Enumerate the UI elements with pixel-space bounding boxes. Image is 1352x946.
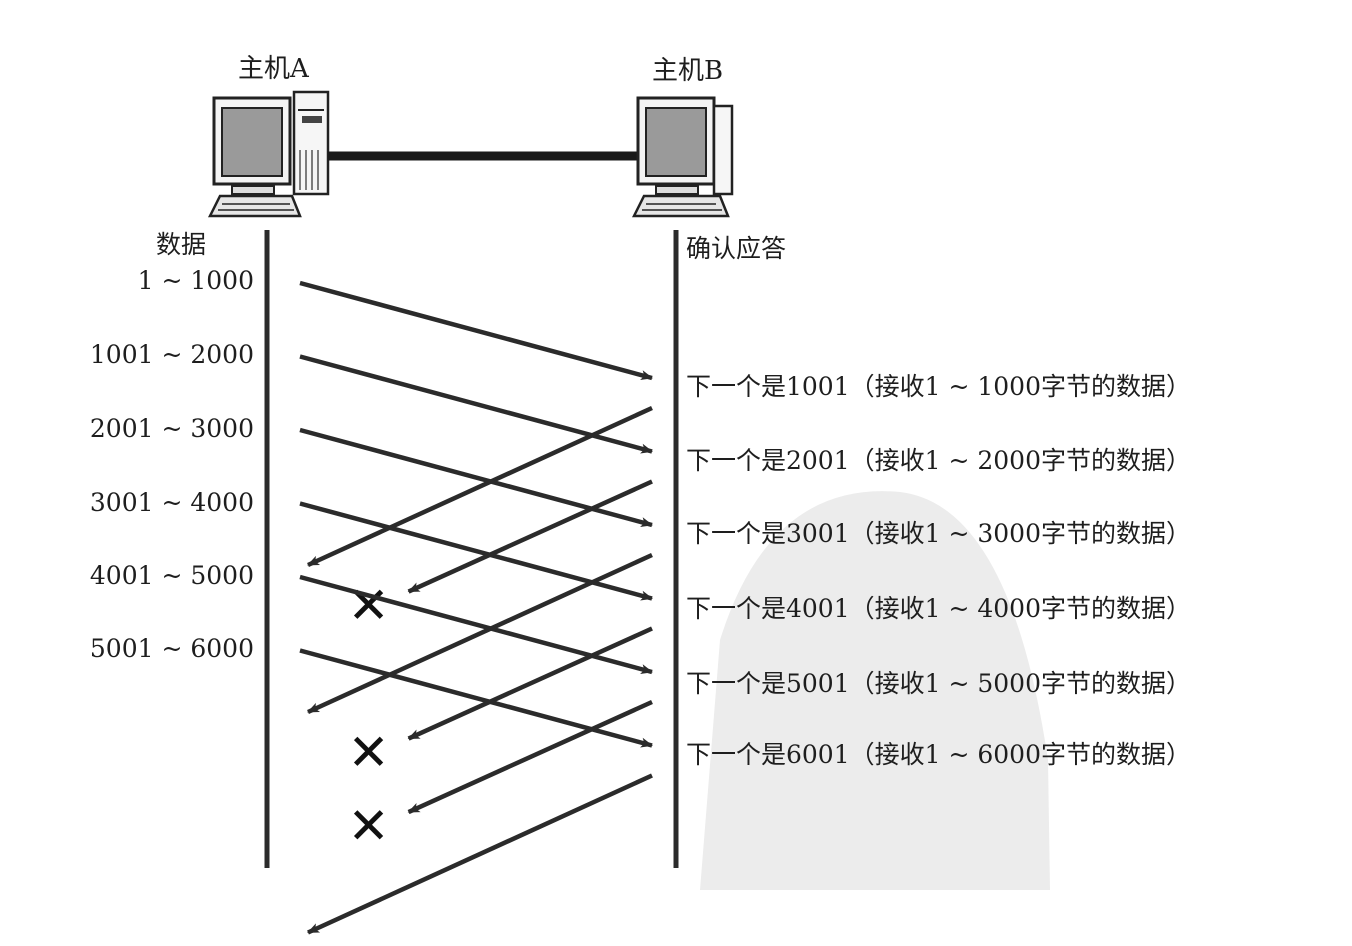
ack-arrow-lost (407, 626, 653, 741)
ack-label: 下一个是1001（接收1 ~ 1000字节的数据） (686, 372, 1191, 401)
data-segment-arrow (299, 354, 653, 454)
ack-label: 下一个是4001（接收1 ~ 4000字节的数据） (686, 594, 1191, 623)
packet-loss-marker: ✕ (348, 797, 390, 855)
ack-arrow (307, 405, 653, 568)
packet-loss-marker: ✕ (348, 577, 390, 635)
ack-label: 下一个是6001（接收1 ~ 6000字节的数据） (686, 740, 1191, 769)
ack-column-label: 确认应答 (686, 234, 787, 263)
segment-range-label: 1001 ~ 2000 (89, 340, 254, 369)
data-segment-arrow (299, 280, 653, 381)
host-b-label: 主机B (652, 56, 724, 86)
segment-range-label: 3001 ~ 4000 (89, 488, 254, 517)
watermark-seal (700, 491, 1050, 890)
segment-range-label: 2001 ~ 3000 (89, 414, 254, 443)
data-segment-arrow (299, 501, 653, 601)
ack-arrow-lost (407, 699, 653, 815)
segment-range-label: 5001 ~ 6000 (89, 634, 254, 663)
data-segment-arrow (299, 648, 653, 748)
host-a-label: 主机A (238, 54, 309, 84)
message-arrows: ✕ ✕ ✕ (299, 280, 653, 935)
data-column-label: 数据 (156, 230, 207, 259)
packet-loss-marker: ✕ (348, 724, 390, 782)
ack-label: 下一个是5001（接收1 ~ 5000字节的数据） (686, 669, 1191, 698)
host-b-computer-icon (631, 96, 734, 218)
ack-label: 下一个是3001（接收1 ~ 3000字节的数据） (686, 519, 1191, 548)
data-segment-arrow (299, 427, 653, 528)
segment-range-label: 4001 ~ 5000 (89, 561, 254, 590)
ack-label: 下一个是2001（接收1 ~ 2000字节的数据） (686, 446, 1191, 475)
ack-arrow (307, 773, 653, 935)
host-a-computer-icon (207, 90, 330, 218)
ack-arrow-lost (407, 479, 653, 594)
segment-range-label: 1 ~ 1000 (137, 266, 254, 295)
data-segment-arrow (299, 574, 653, 675)
